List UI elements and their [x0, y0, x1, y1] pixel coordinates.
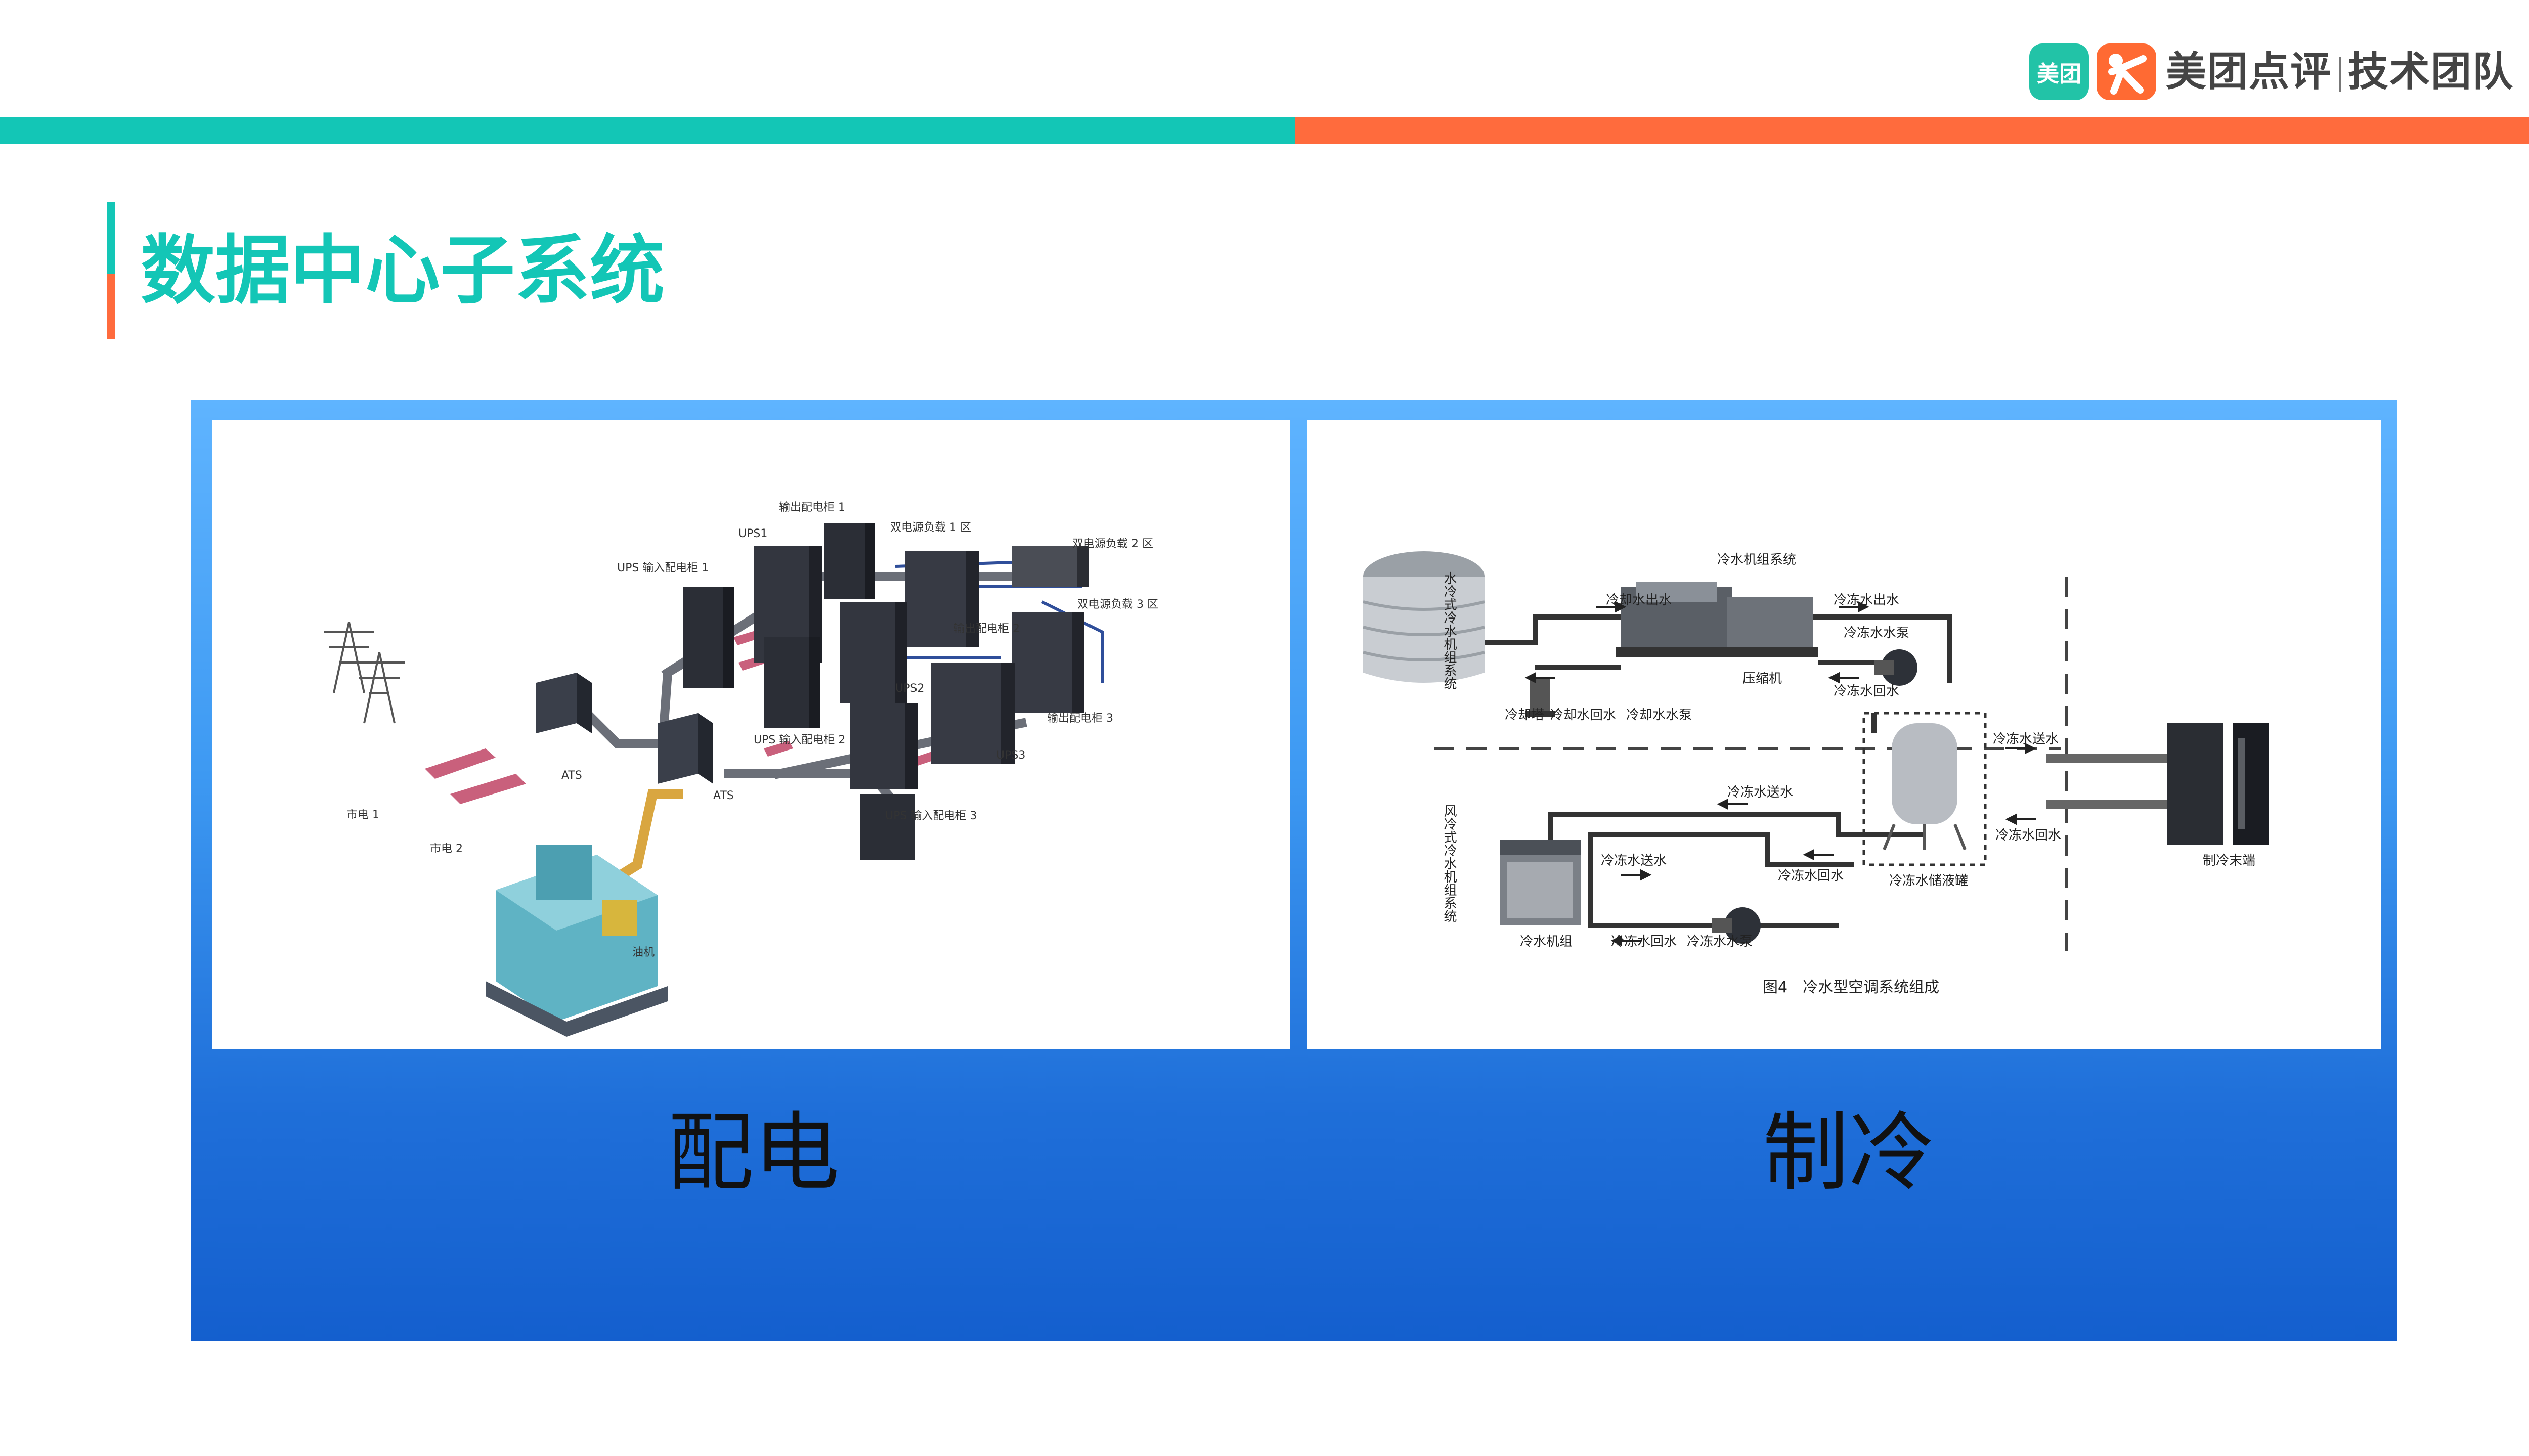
label-ups2: UPS2 — [895, 682, 924, 695]
label-ups-input-3: UPS 输入配电柜 3 — [885, 810, 977, 822]
cooling-system-image: 冷水机组系统 冷却水出水 冷冻水出水 冷冻水水泵 压缩机 冷冻水回水 冷却塔 冷… — [1307, 420, 2381, 1049]
label-grid-2: 市电 2 — [430, 843, 463, 855]
label-cooling-tower: 冷却塔 — [1505, 708, 1544, 723]
label-terminal: 制冷末端 — [2203, 853, 2255, 868]
header-stripe-teal — [0, 117, 1295, 144]
label-chilled-pump-bottom: 冷冻水水泵 — [1687, 934, 1753, 949]
caption-cooling: 制冷 — [1763, 1103, 1935, 1203]
label-chilled-return-mid: 冷冻水回水 — [1778, 868, 1844, 884]
label-ats-2: ATS — [713, 789, 734, 802]
meituan-logo-text: 美团 — [2037, 61, 2081, 87]
title-accent-teal — [107, 202, 115, 274]
label-chilled-pump-top: 冷冻水水泵 — [1844, 626, 1909, 641]
cooling-labels: 冷水机组系统 冷却水出水 冷冻水出水 冷冻水水泵 压缩机 冷冻水回水 冷却塔 冷… — [1505, 552, 2255, 996]
cooling-pump-icon — [1525, 678, 1555, 717]
ups2-cabinet-icon — [850, 703, 918, 789]
label-ats-1: ATS — [561, 769, 582, 782]
caption-power-distribution: 配电 — [668, 1103, 840, 1203]
cooling-tower-icon — [1363, 551, 1485, 683]
label-grid-1: 市电 1 — [346, 809, 379, 821]
label-dual-load-2: 双电源负载 2 区 — [1072, 538, 1153, 550]
ups-input-cabinet-3-icon — [860, 794, 915, 860]
label-storage-tank: 冷冻水储液罐 — [1889, 873, 1968, 889]
label-chilled-return-right: 冷冻水回水 — [1995, 828, 2061, 843]
title-accent-orange — [107, 274, 115, 339]
grid-tower-icon — [324, 622, 405, 724]
label-chilled-return-bottom: 冷冻水回水 — [1611, 934, 1677, 949]
dual-load-3-icon — [1012, 612, 1084, 713]
ats-1-icon — [536, 673, 592, 733]
storage-tank-frame — [1862, 712, 1987, 866]
dianping-logo — [2097, 43, 2156, 100]
label-cooling-return: 冷却水回水 — [1550, 708, 1616, 723]
brand-wordmark: 美团点评技术团队 — [2166, 43, 2514, 100]
label-ups3: UPS3 — [996, 749, 1025, 762]
generator-icon — [486, 845, 668, 1037]
label-cooling-water-out: 冷却水出水 — [1606, 593, 1672, 608]
dual-load-2-icon — [1012, 546, 1089, 587]
label-water-cooled-system: 水冷式冷水机组系统 — [1442, 571, 1457, 690]
compressor-icon — [1616, 582, 1818, 657]
label-cooling-pump: 冷却水水泵 — [1626, 708, 1692, 723]
ats-2-icon — [658, 713, 713, 784]
chilled-pump-bottom-icon — [1712, 907, 1761, 944]
brand-name: 美团点评 — [2166, 48, 2332, 95]
label-chilled-supply-mid: 冷冻水送水 — [1727, 785, 1793, 800]
chilled-pump-top-icon — [1874, 649, 1917, 686]
label-dual-load-3: 双电源负载 3 区 — [1077, 598, 1158, 611]
label-ups1: UPS1 — [738, 527, 767, 540]
output-cabinet-1-icon — [824, 523, 875, 599]
label-chilled-water-out: 冷冻水出水 — [1834, 593, 1899, 608]
dual-load-1-icon — [905, 551, 979, 647]
label-ups-input-2: UPS 输入配电柜 2 — [754, 734, 845, 746]
label-generator: 油机 — [632, 946, 655, 959]
label-air-cooled-system: 风冷式冷水机组系统 — [1442, 804, 1457, 922]
brand-divider — [2339, 57, 2341, 93]
terminal-pipes — [2046, 754, 2172, 809]
team-name: 技术团队 — [2348, 48, 2514, 95]
chiller-unit-icon — [1500, 840, 1581, 925]
label-chiller-system: 冷水机组系统 — [1717, 552, 1796, 567]
label-chilled-return-top: 冷冻水回水 — [1834, 684, 1899, 699]
meituan-logo: 美团 — [2029, 43, 2089, 100]
power-distribution-image: 输出配电柜 1 双电源负载 1 区 双电源负载 2 区 双电源负载 3 区 UP… — [212, 420, 1290, 1049]
cooling-system-diagram: 冷水机组系统 冷却水出水 冷冻水出水 冷冻水水泵 压缩机 冷冻水回水 冷却塔 冷… — [1363, 551, 2269, 996]
power-distribution-diagram: 输出配电柜 1 双电源负载 1 区 双电源负载 2 区 双电源负载 3 区 UP… — [324, 501, 1158, 1037]
power-labels: 输出配电柜 1 双电源负载 1 区 双电源负载 2 区 双电源负载 3 区 UP… — [346, 501, 1158, 959]
page-title: 数据中心子系统 — [141, 227, 665, 314]
ups-input-cabinet-2-icon — [764, 637, 820, 728]
label-compressor: 压缩机 — [1742, 671, 1782, 686]
label-ups-input-1: UPS 输入配电柜 1 — [617, 562, 709, 575]
label-output-cabinet-2: 输出配电柜 2 — [953, 623, 1020, 635]
label-chiller-unit: 冷水机组 — [1520, 934, 1573, 949]
label-chilled-supply-left: 冷冻水送水 — [1601, 853, 1667, 868]
dianping-person-icon — [2108, 54, 2147, 95]
terminal-unit-icon — [2167, 723, 2269, 845]
storage-tank-icon — [1883, 723, 1967, 851]
flow-arrows — [1524, 601, 2036, 947]
ups3-cabinet-icon — [931, 663, 1015, 764]
label-chilled-supply-right: 冷冻水送水 — [1993, 732, 2059, 747]
ups-cabinets — [683, 523, 1089, 860]
header-stripe-orange — [1295, 117, 2529, 144]
label-output-cabinet-1: 输出配电柜 1 — [779, 501, 845, 514]
figure-caption: 图4 冷水型空调系统组成 — [1763, 979, 1939, 996]
output-cabinet-2-icon — [840, 602, 907, 703]
ups-input-cabinet-1-icon — [683, 587, 734, 688]
label-output-cabinet-3: 输出配电柜 3 — [1047, 712, 1113, 725]
label-dual-load-1: 双电源负载 1 区 — [890, 521, 971, 534]
